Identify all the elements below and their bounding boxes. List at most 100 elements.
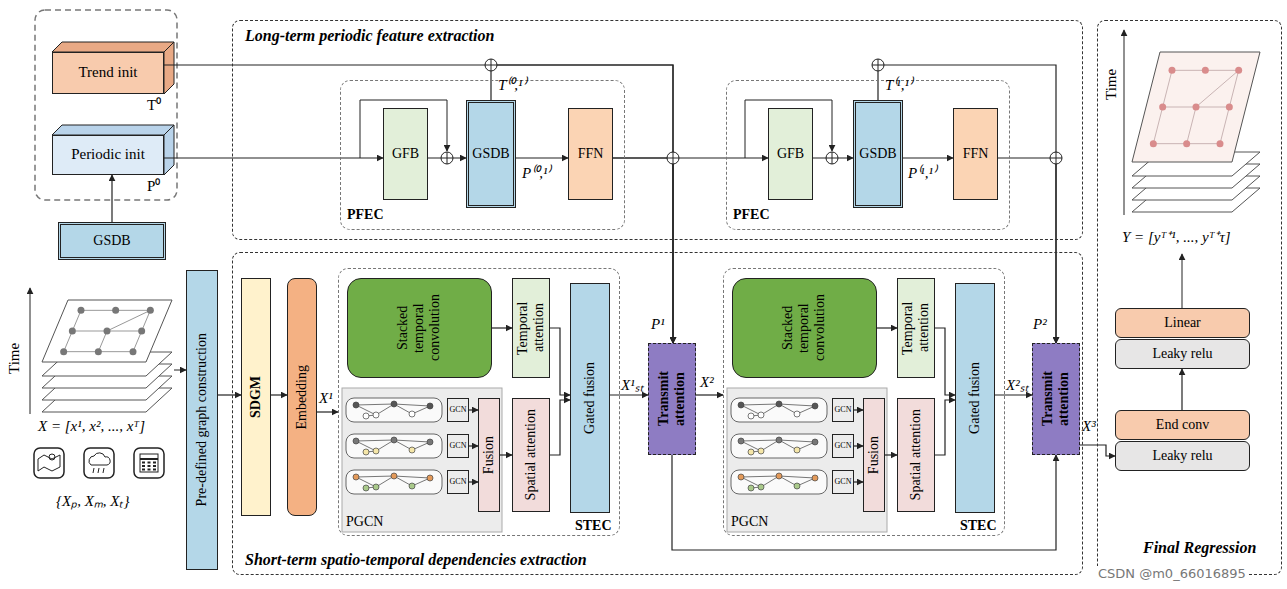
cloud-icon bbox=[89, 453, 110, 465]
time-axis bbox=[1124, 30, 1125, 215]
graph-node bbox=[776, 401, 782, 407]
graph-node bbox=[748, 449, 754, 455]
graph-node bbox=[748, 485, 754, 491]
box-label: Linear bbox=[1164, 315, 1201, 331]
graph-node bbox=[794, 483, 800, 489]
flow-arrow bbox=[995, 394, 1032, 395]
process-box: GCN bbox=[447, 398, 469, 422]
graph-node bbox=[758, 412, 764, 418]
flow-arrow bbox=[317, 411, 338, 412]
flow-arrow bbox=[469, 481, 478, 482]
region-panel: Long-term periodic feature extractionPFE… bbox=[232, 20, 1083, 240]
graph-node bbox=[738, 438, 744, 444]
math-label: X² bbox=[700, 374, 714, 391]
box-label: Pre-defined graph construction bbox=[194, 333, 210, 506]
watermark: CSDN @m0_66016895 bbox=[1096, 566, 1248, 581]
box-label: Fusion bbox=[866, 436, 882, 474]
input-arrow bbox=[174, 370, 186, 371]
module-group: PGCN GCN GCN GCN Fusion bbox=[727, 388, 887, 532]
sum-symbol bbox=[872, 59, 884, 71]
graph-node bbox=[748, 413, 754, 419]
process-box: GCN bbox=[447, 434, 469, 458]
sum-cross bbox=[872, 59, 884, 71]
output-arrow bbox=[1182, 254, 1183, 308]
graph-node bbox=[138, 328, 145, 335]
math-label: P² bbox=[1033, 316, 1047, 333]
module-group: PFECGFBGSDBFFN bbox=[340, 80, 625, 230]
box-label: Stacked temporal convolution bbox=[780, 282, 828, 374]
group-heading: PGCN bbox=[731, 514, 768, 530]
graph-node bbox=[427, 403, 433, 409]
box-label: Gated fusion bbox=[582, 362, 598, 434]
box-label: Temporal attention bbox=[515, 282, 547, 374]
math-label: P⁽¹,¹⁾ bbox=[908, 162, 936, 182]
flow-arrow bbox=[469, 409, 478, 410]
sum-cross bbox=[1050, 152, 1062, 164]
graph-node bbox=[391, 401, 397, 407]
region-panel: Short-term spatio-temporal dependencies … bbox=[232, 252, 1083, 575]
graph-edge bbox=[356, 404, 394, 405]
box-label: Temporal attention bbox=[900, 282, 932, 374]
sum-cross bbox=[826, 152, 838, 164]
group-heading: Final Regression bbox=[1143, 539, 1256, 557]
graph-node bbox=[427, 439, 433, 445]
graph-node bbox=[758, 484, 764, 490]
graph-edge bbox=[779, 404, 815, 406]
graph-node bbox=[812, 403, 818, 409]
group-heading: Short-term spatio-temporal dependencies … bbox=[245, 551, 587, 569]
box-label: SDGM bbox=[248, 376, 264, 418]
graph-edge bbox=[741, 476, 779, 477]
graph-edge bbox=[1229, 70, 1238, 107]
axis-label: Time bbox=[6, 343, 23, 374]
flow-arrow bbox=[877, 327, 897, 328]
flow-arrow bbox=[610, 394, 648, 395]
graph-node bbox=[758, 448, 764, 454]
math-label: X¹ bbox=[319, 390, 333, 407]
graph-edge bbox=[779, 440, 815, 442]
flow-arrow bbox=[271, 394, 287, 395]
process-box: Trend initT⁰ bbox=[52, 52, 164, 94]
box-label: FFN bbox=[963, 146, 989, 162]
map-pin bbox=[49, 454, 55, 460]
box-label: Trend init bbox=[78, 64, 137, 81]
graph-edge bbox=[1196, 70, 1239, 107]
graph-edge bbox=[1153, 107, 1162, 144]
box-label: Stacked temporal convolution bbox=[395, 282, 443, 374]
box-label: GCN bbox=[835, 405, 852, 414]
box-label: Spatial attention bbox=[908, 409, 924, 500]
graph-layer bbox=[1132, 52, 1260, 162]
process-box: GFB bbox=[768, 108, 813, 200]
time-axis bbox=[30, 288, 31, 414]
graph-node bbox=[1169, 67, 1176, 74]
math-label: X³ bbox=[1082, 418, 1096, 435]
graph-node bbox=[373, 448, 379, 454]
graph-frame bbox=[731, 470, 827, 494]
box-label: Periodic init bbox=[71, 146, 145, 163]
module-group: PFECGFBGSDBFFN bbox=[726, 80, 1010, 230]
icon-frame bbox=[134, 448, 164, 478]
process-box: Gated fusion bbox=[570, 283, 610, 513]
process-box: GCN bbox=[832, 434, 854, 458]
process-box: GSDB bbox=[58, 222, 166, 260]
sum-symbol bbox=[667, 152, 679, 164]
process-box: Spatial attention bbox=[897, 398, 935, 512]
math-label: {Xₚ, Xₘ, Xₜ} bbox=[56, 490, 130, 510]
graph-node bbox=[69, 328, 76, 335]
box-label: GCN bbox=[835, 477, 852, 486]
flow-arrow bbox=[500, 454, 512, 455]
graph-node bbox=[1226, 104, 1233, 111]
graph-node bbox=[353, 438, 359, 444]
module-group: STECStacked temporal convolutionTemporal… bbox=[338, 268, 620, 536]
sum-symbol bbox=[1050, 152, 1062, 164]
box-label: GFB bbox=[777, 146, 804, 162]
process-box: GSDB bbox=[466, 100, 516, 208]
flow-arrow bbox=[696, 394, 723, 395]
process-box: Temporal attention bbox=[897, 278, 935, 378]
group-heading: PFEC bbox=[733, 207, 770, 223]
flow-arrow bbox=[935, 400, 955, 455]
box-label: T⁰ bbox=[147, 97, 161, 114]
graph-frame bbox=[346, 470, 442, 494]
init-group bbox=[35, 10, 177, 200]
flow-arrow bbox=[218, 394, 241, 395]
